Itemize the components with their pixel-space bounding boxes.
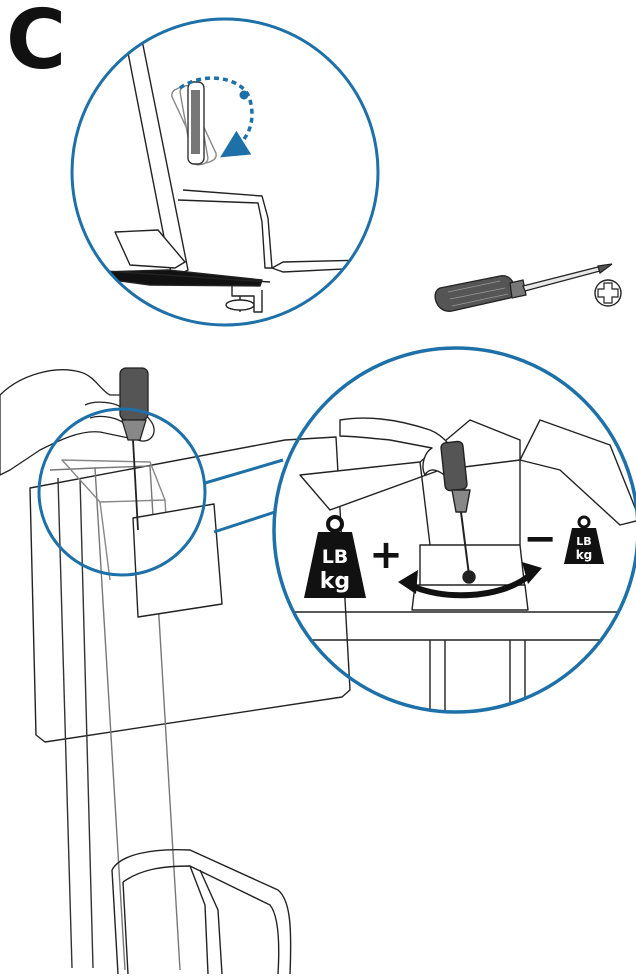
tilt-detail-circle: [60, 15, 378, 325]
phillips-head-icon: [595, 280, 621, 306]
weight-heavy-label-2: kg: [320, 569, 350, 594]
decrease-symbol: −: [523, 516, 557, 562]
monitor-and-stand: [30, 437, 350, 974]
weight-light-label-2: kg: [576, 548, 593, 562]
phillips-screwdriver-icon: [435, 264, 612, 311]
weight-light-label-1: LB: [576, 535, 591, 548]
weight-heavy-label-1: LB: [322, 546, 349, 568]
increase-symbol: +: [369, 532, 403, 578]
step-letter: C: [6, 0, 66, 82]
weight-light-icon: LB kg: [564, 517, 604, 564]
